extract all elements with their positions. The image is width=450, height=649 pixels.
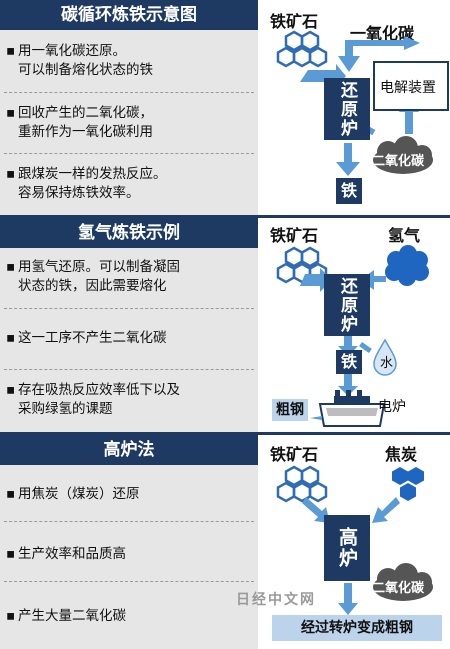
section-divider <box>0 215 450 218</box>
electrolysis-label: 电解装置 <box>380 80 436 96</box>
co2-label: 二氧化碳 <box>372 581 425 596</box>
bullet-item: ▪存在吸热反应效率低下以及 采购绿氢的课题 <box>6 382 180 417</box>
bullet-line: 重新作为一氧化碳利用 <box>18 124 153 140</box>
bullet-panel <box>0 30 258 215</box>
bullet-line: 用焦炭（煤炭）还原 <box>18 486 140 502</box>
bullet-line: 可以制备熔化状态的铁 <box>18 62 153 78</box>
bullet-item: ▪产生大量二氧化碳 <box>6 608 126 624</box>
bullet-line: 生产效率和品质高 <box>18 546 126 562</box>
bullet-item: ▪用一氧化碳还原。 可以制备熔化状态的铁 <box>6 43 153 78</box>
divider <box>4 581 254 582</box>
watermark: 日经中文网 <box>236 592 316 608</box>
reduction-furnace: 还原炉 <box>324 78 370 140</box>
crude-steel-label: 粗钢 <box>272 399 308 421</box>
hydrogen-cloud-icon <box>385 245 429 286</box>
bullet-line: 容易保持炼铁效率。 <box>18 185 140 201</box>
iron-ore-icon <box>276 30 328 68</box>
co-label: 一氧化碳 <box>350 24 415 43</box>
bullet-line: 这一工序不产生二氧化碳 <box>18 330 167 346</box>
co2-cloud-icon <box>373 136 433 174</box>
section-blast-furnace: 高炉法 ▪用焦炭（煤炭）还原 ▪生产效率和品质高 ▪产生大量二氧化碳 铁矿石 焦… <box>0 435 450 649</box>
section-title: 碳循环炼铁示意图 <box>0 0 258 30</box>
hydrogen-label: 氢气 <box>388 226 421 245</box>
divider <box>4 92 254 93</box>
iron-ore-label: 铁矿石 <box>270 226 319 245</box>
water-label: 水 <box>380 356 394 371</box>
bullet-line: 产生大量二氧化碳 <box>18 608 126 624</box>
section-carbon-cycle: 碳循环炼铁示意图 ▪用一氧化碳还原。 可以制备熔化状态的铁 ▪回收产生的二氧化碳… <box>0 0 450 215</box>
bullet-item: ▪跟煤炭一样的发热反应。 容易保持炼铁效率。 <box>6 166 167 201</box>
electric-furnace-label: 电炉 <box>378 399 406 415</box>
bullet-panel <box>0 248 258 432</box>
flow-arrows <box>300 36 449 176</box>
bullet-item: ▪这一工序不产生二氧化碳 <box>6 330 167 346</box>
bullet-line: 采购绿氢的课题 <box>18 401 113 417</box>
iron-ore-label: 铁矿石 <box>270 12 319 31</box>
iron-output: 铁 <box>336 178 362 204</box>
bullet-line: 存在吸热反应效率低下以及 <box>18 382 180 398</box>
co2-label: 二氧化碳 <box>372 154 425 169</box>
water-drop-icon <box>373 338 397 376</box>
bullet-item: ▪用氢气还原。可以制备凝固 状态的铁，因此需要熔化 <box>6 259 180 294</box>
bullet-panel <box>0 465 258 649</box>
section-divider <box>0 432 450 435</box>
bullet-item: ▪用焦炭（煤炭）还原 <box>6 486 140 502</box>
bullet-line: 用一氧化碳还原。 <box>18 43 126 59</box>
divider <box>4 153 254 154</box>
iron-ore-label: 铁矿石 <box>270 445 319 464</box>
bullet-line: 跟煤炭一样的发热反应。 <box>18 166 167 182</box>
divider <box>4 521 254 522</box>
result-box: 经过转炉变成粗钢 <box>272 615 442 641</box>
section-title: 高炉法 <box>0 435 258 465</box>
blast-furnace: 高炉 <box>324 515 370 581</box>
bullet-line: 用氢气还原。可以制备凝固 <box>18 259 180 275</box>
bullet-line: 回收产生的二氧化碳， <box>18 105 153 121</box>
divider <box>4 308 254 309</box>
co2-cloud-icon <box>373 563 433 601</box>
divider <box>4 369 254 370</box>
coke-label: 焦炭 <box>385 445 418 464</box>
bullet-item: ▪回收产生的二氧化碳， 重新作为一氧化碳利用 <box>6 105 153 140</box>
bullet-item: ▪生产效率和品质高 <box>6 546 126 562</box>
coke-icon <box>392 467 424 501</box>
iron-ore-icon <box>276 465 328 503</box>
iron-output: 铁 <box>336 350 362 374</box>
reduction-furnace: 还原炉 <box>324 274 370 336</box>
section-hydrogen: 氢气炼铁示例 ▪用氢气还原。可以制备凝固 状态的铁，因此需要熔化 ▪这一工序不产… <box>0 218 450 432</box>
flow-arrows <box>302 497 400 615</box>
section-title: 氢气炼铁示例 <box>0 218 258 248</box>
bullet-line: 状态的铁，因此需要熔化 <box>18 278 167 294</box>
